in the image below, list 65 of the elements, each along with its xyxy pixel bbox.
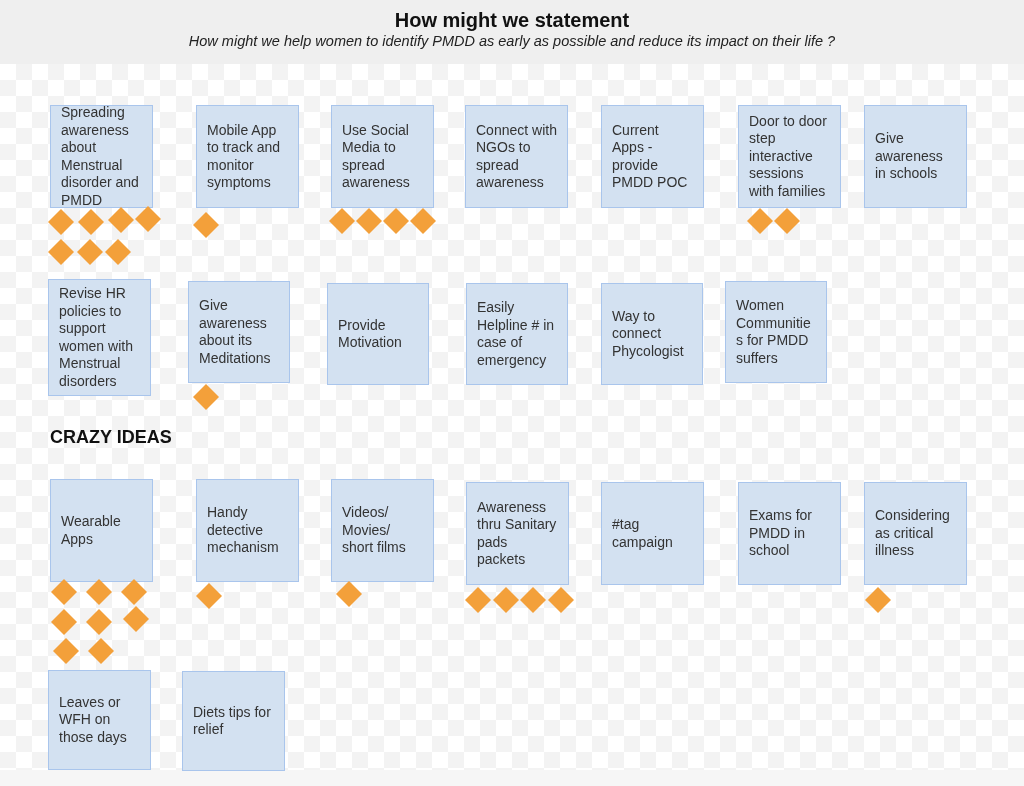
sticky-note: [725, 281, 827, 383]
vote-diamond: [77, 239, 103, 265]
note-text: Give awareness in schools: [875, 130, 944, 183]
note-text: Considering as critical illness: [875, 507, 951, 560]
sticky-note: [331, 479, 434, 582]
vote-diamond: [53, 638, 79, 664]
note-text: Leaves or WFH on those days: [59, 693, 128, 747]
note-text: Handy detective mechanism: [207, 504, 280, 557]
sticky-note: [196, 479, 299, 582]
vote-diamond: [86, 609, 112, 635]
sticky-note: [738, 482, 841, 585]
section-heading: CRAZY IDEAS: [50, 426, 172, 449]
vote-diamond: [51, 609, 77, 635]
sticky-note: [48, 279, 151, 396]
note-text: Easily Helpline # in case of emergency: [477, 299, 556, 369]
note-text: Current Apps - provide PMDD POC: [612, 121, 689, 192]
note-text: Diets tips for relief: [193, 703, 272, 739]
vote-diamond: [88, 638, 114, 664]
sticky-note: [601, 283, 703, 385]
sticky-note: [331, 105, 434, 208]
sticky-note: [188, 281, 290, 383]
note-text: Exams for PMDD in school: [749, 507, 813, 560]
note-text: Mobile App to track and monitor symptoms: [207, 121, 282, 192]
note-text: Wearable Apps: [61, 513, 122, 548]
vote-diamond: [123, 606, 149, 632]
note-text: Give awareness about its Meditations: [199, 297, 272, 367]
sticky-note: [50, 105, 153, 208]
note-text: Awareness thru Sanitary pads packets: [477, 498, 558, 569]
vote-diamond: [121, 579, 147, 605]
sticky-note: [182, 671, 285, 771]
sticky-note: [327, 283, 429, 385]
vote-diamond: [865, 587, 891, 613]
vote-diamond: [493, 587, 519, 613]
vote-diamond: [548, 587, 574, 613]
sticky-note: [50, 479, 153, 582]
note-text: Women Communities for PMDD suffers: [736, 297, 812, 367]
sticky-note: [466, 283, 568, 385]
sticky-note: [465, 105, 568, 208]
sticky-note: [601, 482, 704, 585]
note-text: Use Social Media to spread awareness: [342, 121, 411, 192]
vote-diamond: [135, 206, 161, 232]
title: How might we statement: [394, 8, 630, 32]
note-text: Revise HR policies to support women with Menstrual disorders: [59, 285, 134, 390]
note-text: Connect with NGOs to spread awareness: [476, 121, 557, 192]
vote-diamond: [193, 212, 219, 238]
note-text: Way to connect Phycologist: [612, 307, 685, 361]
sticky-note: [48, 670, 151, 770]
sticky-note: [196, 105, 299, 208]
vote-diamond: [465, 587, 491, 613]
vote-diamond: [51, 579, 77, 605]
sticky-note: [864, 105, 967, 208]
sticky-note: [601, 105, 704, 208]
note-text: Door to door step interactive sessions with families: [749, 112, 828, 201]
sticky-note: [466, 482, 569, 585]
vote-diamond: [86, 579, 112, 605]
note-text: #tag campaign: [612, 516, 674, 551]
sticky-note: [738, 105, 841, 208]
note-text: Provide Motivation: [338, 316, 403, 352]
subtitle: How might we help women to identify PMDD as early as possible and reduce its impact on their life ?: [188, 32, 836, 50]
vote-diamond: [48, 239, 74, 265]
vote-diamond: [520, 587, 546, 613]
sticky-note: [864, 482, 967, 585]
vote-diamond: [105, 239, 131, 265]
note-text: Videos/ Movies/ short films: [342, 504, 407, 557]
note-text: Spreading awareness about Menstrual disorder and PMDD: [61, 106, 140, 207]
